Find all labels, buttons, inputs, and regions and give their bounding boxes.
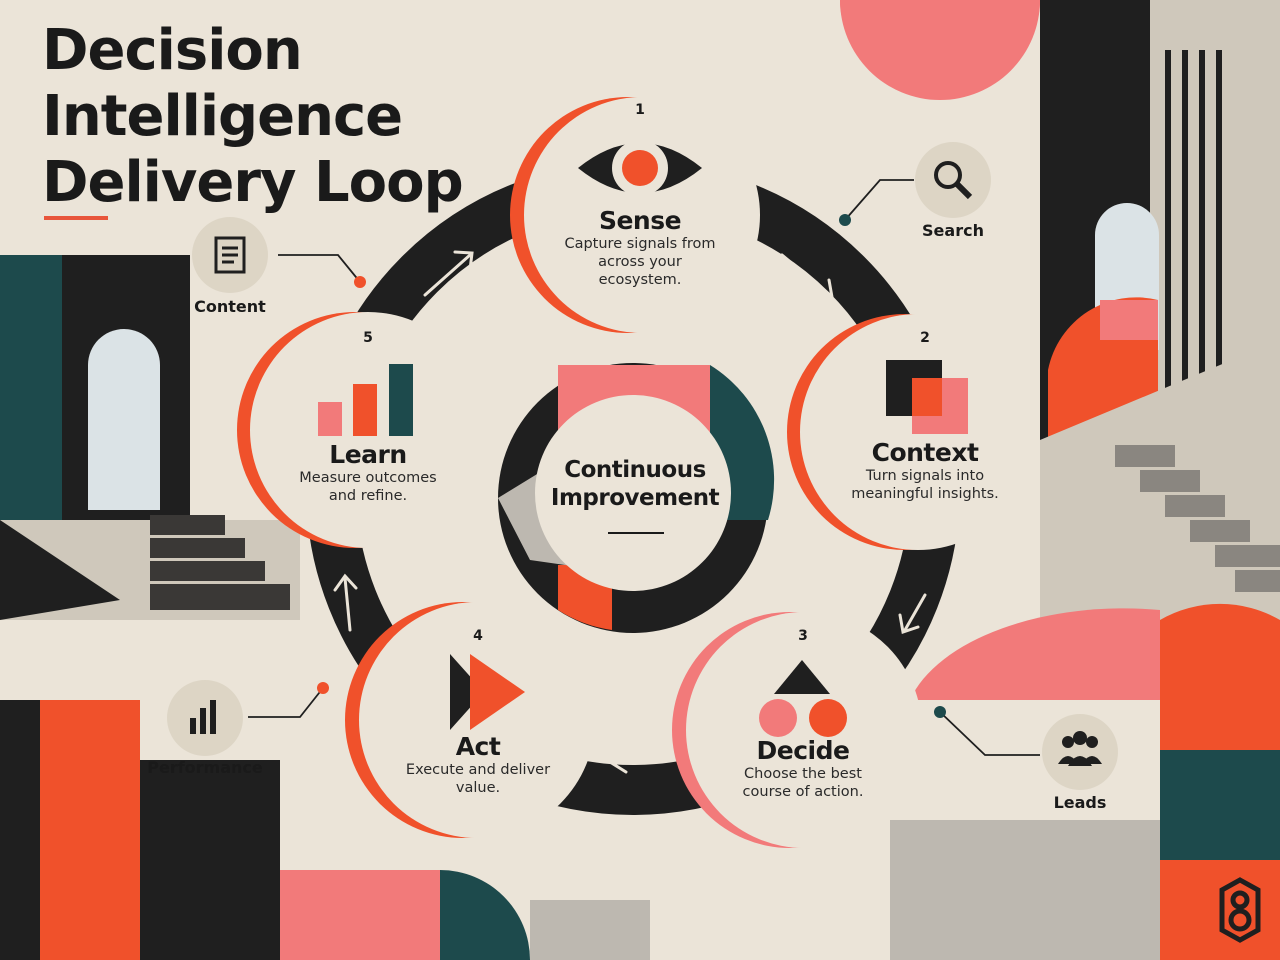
step-learn: 5 Learn Measure outcomes and refine. [288,330,448,505]
center-label: Continuous Improvement [550,457,720,511]
connectors [248,179,1040,756]
step-sense: 1 Sense Capture signals from across your… [560,102,720,289]
people-icon [1058,731,1102,766]
step-decide: 3 Decide Choose the best course of actio… [725,628,881,801]
step-name: Learn [329,440,407,469]
channel-search-label: Search [922,221,984,240]
bar-chart-icon [190,700,216,734]
step-number: 2 [920,330,930,346]
search-icon [934,161,973,200]
step-description: Execute and deliver value. [405,762,551,796]
step-number: 4 [473,628,483,644]
step-description: Capture signals from across your ecosyst… [564,236,716,288]
document-icon [214,236,246,274]
step-act: 4 Act Execute and deliver value. [400,628,556,797]
step-number: 1 [635,102,645,118]
eye-icon [578,140,702,196]
loop-arrows [333,250,927,774]
step-context: 2 Context Turn signals into meaningful i… [845,330,1005,503]
shapes-icon [759,660,847,737]
step-name: Decide [756,736,850,765]
step-number: 5 [363,330,373,346]
overlapping-squares-icon [886,360,968,434]
step-description: Choose the best course of action. [742,766,864,800]
channel-performance-label: Performance [147,758,263,777]
center-disc [498,363,775,633]
step-name: Act [455,732,501,761]
step-description: Turn signals into meaningful insights. [851,468,999,502]
play-forward-icon [450,654,525,730]
bar-chart-icon-learn [318,364,413,436]
channel-leads-label: Leads [1053,793,1107,812]
title-underline [44,216,108,220]
step-name: Sense [598,206,682,235]
step-name: Context [871,438,979,467]
channel-content-label: Content [194,297,266,316]
step-description: Measure outcomes and refine. [299,470,437,504]
center-underline [608,532,664,534]
logo [1219,877,1261,943]
page-title: Decision Intelligence Delivery Loop [42,18,464,215]
step-number: 3 [798,628,808,644]
